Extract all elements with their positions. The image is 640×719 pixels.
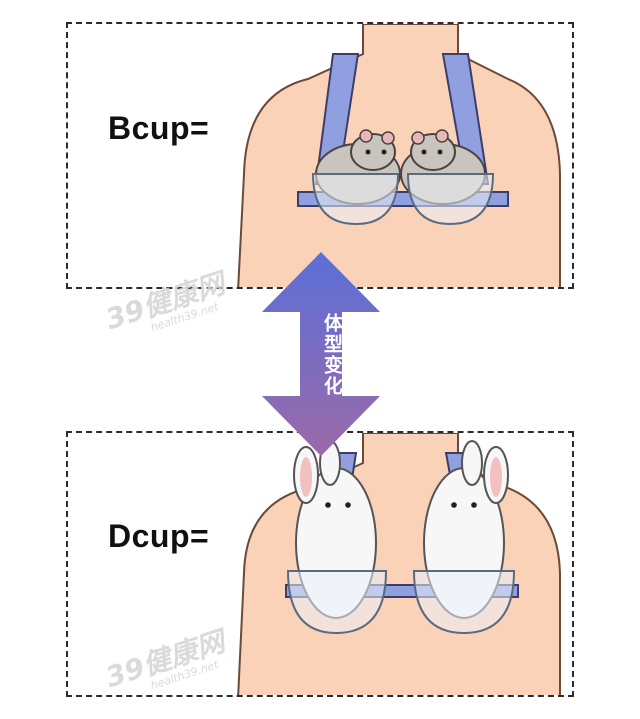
illustration-rabbits <box>237 433 561 695</box>
illustration-hamsters <box>237 24 561 287</box>
panel-dcup: Dcup= <box>66 431 574 697</box>
bcup-label: Bcup= <box>108 110 210 146</box>
dcup-label: Dcup= <box>108 518 210 554</box>
torso <box>237 24 561 287</box>
torso <box>237 433 561 695</box>
cup-left <box>286 570 388 635</box>
panel-bcup: Bcup= <box>66 22 574 289</box>
cup-right <box>406 173 495 226</box>
double-arrow-icon <box>262 252 380 456</box>
watermark-url: health39.net <box>149 300 221 335</box>
arrow-label: 体型变化 <box>321 313 343 397</box>
cup-left <box>311 173 400 226</box>
cup-right <box>412 570 516 635</box>
